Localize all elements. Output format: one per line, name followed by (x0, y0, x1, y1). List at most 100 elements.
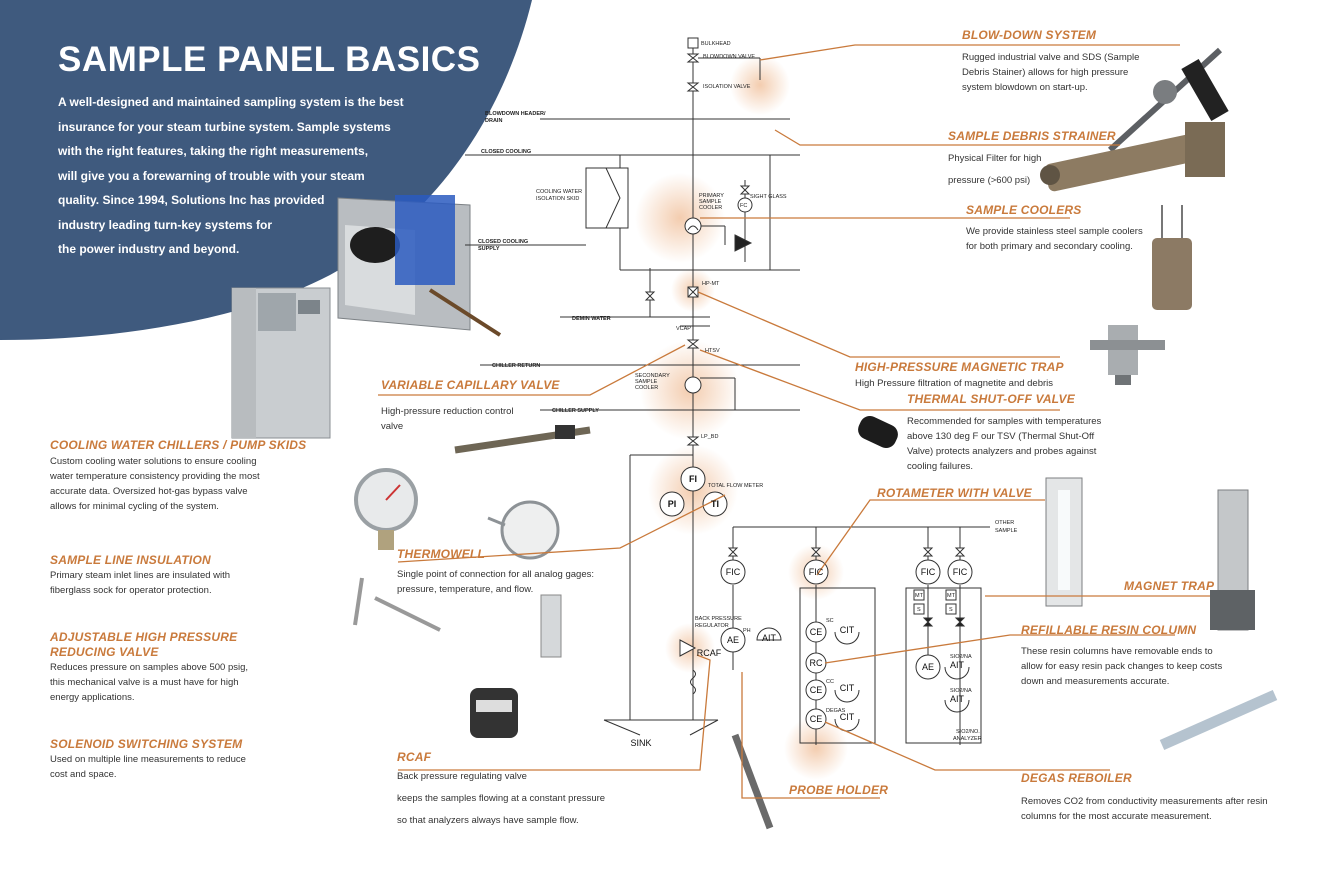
label-isolation-valve: ISOLATION VALVE (703, 84, 751, 90)
desc-solenoid: Used on multiple line measurements to re… (50, 752, 246, 782)
highlight-glow (635, 173, 725, 263)
desc-line: Back pressure regulating valve (397, 771, 527, 782)
desc-strainer: Physical Filter for high pressure (>600 … (948, 148, 1041, 192)
label-sc: SC (826, 618, 834, 624)
desc-line: this mechanical valve is a must have for… (50, 677, 239, 688)
heading-chillers: COOLING WATER CHILLERS / PUMP SKIDS (50, 438, 307, 452)
hero-line: insurance for your steam turbine system.… (58, 119, 391, 134)
heading-reducing-valve-2: REDUCING VALVE (50, 645, 159, 659)
heading-resin-column: REFILLABLE RESIN COLUMN (1021, 623, 1197, 637)
heading-coolers: SAMPLE COOLERS (966, 203, 1082, 217)
heading-strainer: SAMPLE DEBRIS STRAINER (948, 129, 1116, 143)
label-cc-supply-2: SUPPLY (478, 246, 500, 252)
label-bpr-1: BACK PRESSURE (695, 616, 742, 622)
desc-line: system blowdown on start-up. (962, 82, 1088, 93)
desc-line: allow for easy resin pack changes to kee… (1021, 661, 1223, 672)
hero-background (0, 0, 532, 340)
desc-line: Custom cooling water solutions to ensure… (50, 456, 257, 467)
label-analyzer-2: ANALYZER (953, 736, 982, 742)
label-primary-2: SAMPLE (699, 199, 722, 205)
tag-cit-1: CIT (840, 625, 855, 635)
heading-blowdown: BLOW-DOWN SYSTEM (962, 28, 1097, 42)
label-demin: DEMIN WATER (572, 316, 611, 322)
desc-line: Rugged industrial valve and SDS (Sample (962, 52, 1140, 63)
desc-tsv: Recommended for samples with temperature… (907, 414, 1101, 474)
label-blowdown-drain: DRAIN (485, 118, 502, 124)
blowdown-valve-photo (1107, 47, 1229, 153)
desc-line: Single point of connection for all analo… (397, 569, 594, 580)
debris-strainer-photo (1040, 122, 1225, 192)
desc-line: keeps the samples flowing at a constant … (397, 793, 606, 804)
desc-line: columns for the most accurate measuremen… (1021, 811, 1212, 822)
label-ph: PH (743, 628, 751, 634)
tag-fic-2: FIC (809, 567, 824, 577)
label-analyzer-1: SIO2/NO. (956, 729, 980, 735)
rcaf-photo (470, 688, 518, 738)
magnetic-trap-photo (1090, 325, 1165, 385)
label-other-2: SAMPLE (995, 528, 1018, 534)
tag-ait-3: AIT (950, 694, 965, 704)
tag-ait-2: AIT (950, 660, 965, 670)
sample-cooler-photo (1152, 205, 1192, 310)
heading-vcap: VARIABLE CAPILLARY VALVE (381, 378, 560, 392)
label-cc: CC (826, 679, 834, 685)
label-mt-2: MT (947, 593, 956, 599)
label-other-1: OTHER (995, 520, 1014, 526)
desc-line: Recommended for samples with temperature… (907, 416, 1102, 427)
tag-fic-3: FIC (921, 567, 936, 577)
label-sink: SINK (630, 738, 651, 748)
desc-degas: Removes CO2 from conductivity measuremen… (1021, 794, 1268, 824)
heading-tsv: THERMAL SHUT-OFF VALVE (907, 392, 1075, 406)
label-cc-supply-1: CLOSED COOLING (478, 239, 528, 245)
heading-rotameter: ROTAMETER WITH VALVE (877, 486, 1032, 500)
chiller-unit-photo (231, 287, 331, 439)
label-degas: DEGAS (826, 708, 846, 714)
desc-line: Debris Stainer) allows for high pressure (962, 67, 1129, 78)
label-vcap: VCAP (676, 326, 691, 332)
desc-line: water temperature consistency providing … (50, 471, 260, 482)
tag-ait-1: AIT (762, 633, 777, 643)
desc-line: fiberglass sock for operator protection. (50, 585, 212, 596)
desc-line: accurate data. Oversized hot-gas bypass … (50, 486, 248, 497)
desc-line: These resin columns have removable ends … (1021, 646, 1213, 657)
label-sio2na-2: SIO2/NA (950, 688, 972, 694)
highlight-glow (730, 55, 790, 115)
desc-chillers: Custom cooling water solutions to ensure… (50, 454, 260, 514)
hero-line: with the right features, taking the righ… (58, 144, 369, 158)
heading-reducing-valve: ADJUSTABLE HIGH PRESSURE (50, 630, 238, 644)
label-chiller-return: CHILLER RETURN (492, 363, 540, 369)
desc-line: High Pressure filtration of magnetite an… (855, 378, 1054, 389)
vcap-photo (454, 425, 591, 454)
thermowell-photo (353, 577, 441, 632)
desc-line: We provide stainless steel sample cooler… (966, 226, 1143, 237)
desc-vcap: High-pressure reduction control valve (381, 404, 514, 434)
desc-coolers: We provide stainless steel sample cooler… (966, 224, 1143, 254)
label-lpbd: LP_BD (701, 434, 718, 440)
tag-ce-2: CE (810, 685, 823, 695)
desc-line: for both primary and secondary cooling. (966, 241, 1133, 252)
desc-thermowell: Single point of connection for all analo… (397, 567, 594, 597)
tag-cit-2: CIT (840, 683, 855, 693)
label-closed-cooling: CLOSED COOLING (481, 149, 531, 155)
tag-cit-3: CIT (840, 712, 855, 722)
desc-reducing-valve: Reduces pressure on samples above 500 ps… (50, 660, 248, 705)
hero-line: quality. Since 1994, Solutions Inc has p… (58, 193, 325, 207)
tag-fic-1: FIC (726, 567, 741, 577)
label-s-1: S (917, 607, 921, 613)
tag-ae-2: AE (922, 662, 934, 672)
desc-line: High-pressure reduction control (381, 406, 514, 417)
desc-line: down and measurements accurate. (1021, 676, 1170, 687)
heading-magnet-trap: MAGNET TRAP (1124, 579, 1215, 593)
desc-line: above 130 deg F our TSV (Thermal Shut-Of… (907, 431, 1095, 442)
desc-rcaf: Back pressure regulating valve keeps the… (397, 766, 605, 832)
hero-line: A well-designed and maintained sampling … (58, 95, 404, 109)
desc-line: cost and space. (50, 769, 117, 780)
label-cw-skid-1: COOLING WATER (536, 189, 582, 195)
label-secondary-3: COOLER (635, 385, 658, 391)
desc-blowdown: Rugged industrial valve and SDS (Sample … (962, 50, 1139, 95)
label-mt-1: MT (915, 593, 924, 599)
hero-intro: A well-designed and maintained sampling … (58, 90, 404, 262)
label-blowdown-header: BLOWDOWN HEADER/ (485, 111, 546, 117)
resin-column-photo (1159, 689, 1278, 751)
